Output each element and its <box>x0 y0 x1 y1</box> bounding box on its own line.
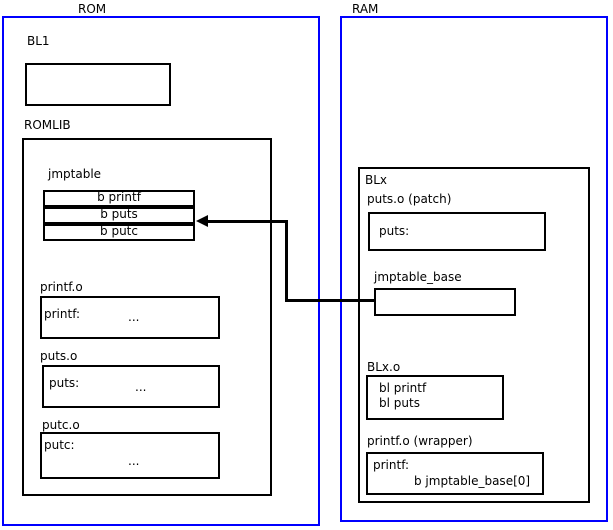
blx-label: BLx <box>365 173 388 187</box>
puts-o-symbol: puts: <box>49 376 80 390</box>
blx-o-box: bl printf bl puts <box>366 375 504 420</box>
connector-segment-vertical <box>285 220 288 302</box>
puts-o-label: puts.o <box>40 349 78 363</box>
putc-o-body: ... <box>128 454 140 468</box>
puts-patch-symbol: puts: <box>379 224 410 238</box>
printf-o-box: printf: ... <box>40 296 220 339</box>
printf-wrapper-label: printf.o (wrapper) <box>367 434 473 448</box>
jmptable-entry-1: b puts <box>43 207 195 224</box>
putc-o-label: putc.o <box>42 418 80 432</box>
jmptable-entry-0: b printf <box>43 190 195 207</box>
bl1-box <box>25 63 171 106</box>
ram-region <box>340 16 608 522</box>
puts-patch-label: puts.o (patch) <box>367 192 452 206</box>
puts-o-box: puts: ... <box>42 365 220 408</box>
blx-o-label: BLx.o <box>367 360 401 374</box>
putc-o-box: putc: ... <box>40 432 220 479</box>
printf-wrapper-symbol: printf: <box>373 458 410 472</box>
printf-o-body: ... <box>128 310 140 324</box>
jmptable-entry-0-text: b printf <box>97 190 141 204</box>
puts-o-body: ... <box>135 380 147 394</box>
printf-wrapper-box: printf: b jmptable_base[0] <box>366 452 544 495</box>
jmptable-base-box <box>374 288 516 316</box>
jmptable-entry-2: b putc <box>43 224 195 241</box>
jmptable-label: jmptable <box>48 167 102 181</box>
blx-o-line-0: bl printf <box>379 381 427 395</box>
puts-patch-box: puts: <box>368 212 546 251</box>
putc-o-symbol: putc: <box>44 438 75 452</box>
jmptable-entry-1-text: b puts <box>100 207 138 221</box>
connector-segment-horizontal-upper <box>207 220 288 223</box>
blx-o-line-1: bl puts <box>379 396 420 410</box>
printf-wrapper-branch: b jmptable_base[0] <box>414 474 531 488</box>
printf-o-label: printf.o <box>40 280 83 294</box>
connector-arrowhead-icon <box>196 215 208 227</box>
bl1-label: BL1 <box>27 34 50 48</box>
connector-segment-horizontal-lower <box>285 299 375 302</box>
printf-o-symbol: printf: <box>44 307 81 321</box>
rom-region-label: ROM <box>78 2 107 16</box>
jmptable-base-label: jmptable_base <box>374 270 462 284</box>
ram-region-label: RAM <box>352 2 379 16</box>
jmptable-entry-2-text: b putc <box>100 224 138 238</box>
romlib-label: ROMLIB <box>24 118 71 132</box>
rom-region <box>2 16 320 526</box>
